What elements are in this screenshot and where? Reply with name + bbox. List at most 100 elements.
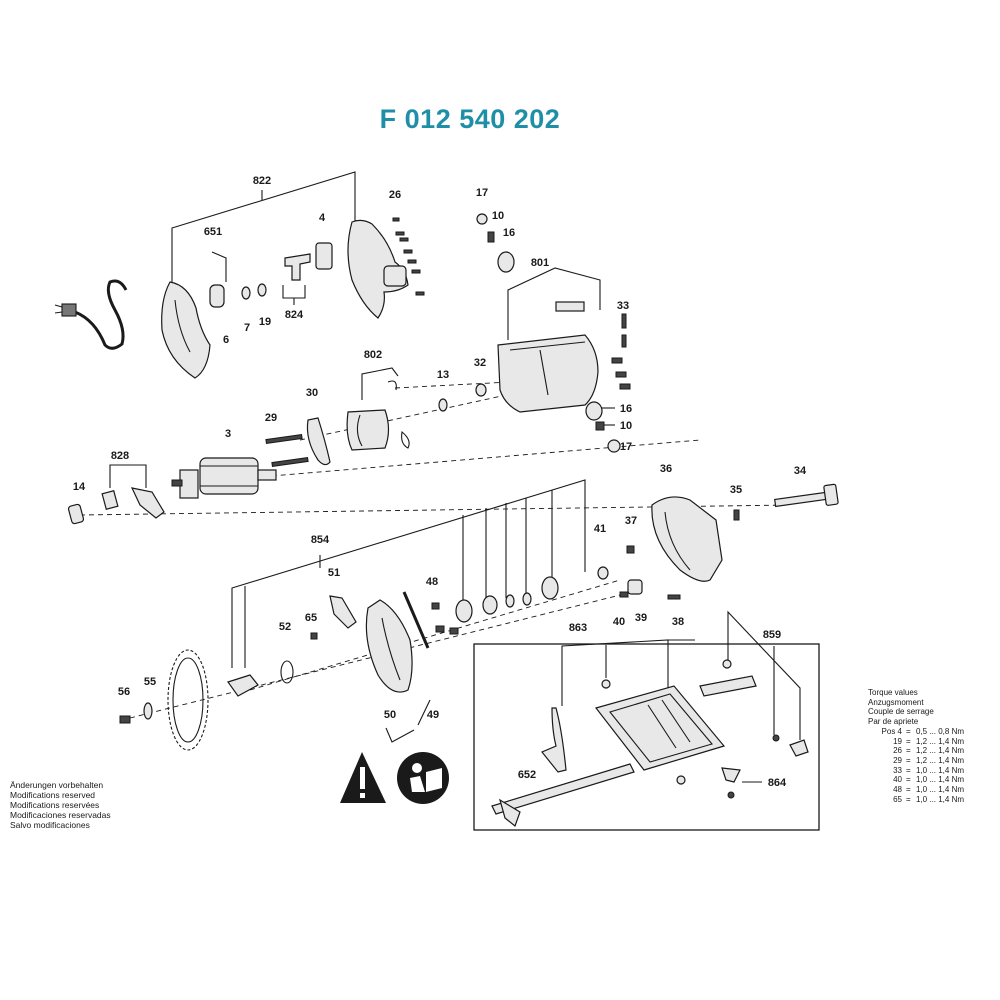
part-label: 10 bbox=[492, 210, 504, 222]
part-label: 65 bbox=[305, 612, 317, 624]
torque-pos: 65 bbox=[893, 794, 902, 804]
torque-value: 1,2 ... 1,4 Nm bbox=[916, 746, 965, 756]
brush-spring bbox=[101, 489, 119, 511]
torque-pos: 19 bbox=[893, 736, 902, 746]
torque-pos: 33 bbox=[893, 765, 902, 775]
torque-pos: 29 bbox=[893, 755, 902, 765]
torque-row: 48=1,0 ... 1,4 Nm bbox=[868, 785, 996, 795]
torque-row: 29=1,2 ... 1,4 Nm bbox=[868, 756, 996, 766]
hex-key bbox=[211, 251, 227, 282]
part-label: 26 bbox=[389, 189, 401, 201]
part-label: 14 bbox=[73, 481, 86, 493]
part-label: 824 bbox=[285, 309, 304, 321]
bolt bbox=[774, 483, 839, 508]
part-label: 36 bbox=[660, 463, 672, 475]
torque-value: 1,0 ... 1,4 Nm bbox=[916, 785, 965, 795]
knob-part bbox=[721, 767, 741, 783]
part-label: 29 bbox=[265, 412, 277, 424]
torque-table: Torque values Anzugsmoment Couple de ser… bbox=[868, 688, 996, 804]
part-label: 48 bbox=[426, 576, 438, 588]
power-cord bbox=[54, 279, 128, 350]
screws-33 bbox=[611, 313, 631, 390]
torque-pos: 40 bbox=[893, 775, 902, 785]
screws-29 bbox=[265, 433, 309, 468]
part-label: 651 bbox=[204, 226, 222, 238]
torque-row: 33=1,0 ... 1,4 Nm bbox=[868, 766, 996, 776]
part-label: 34 bbox=[794, 465, 807, 477]
torque-value: 1,2 ... 1,4 Nm bbox=[916, 755, 965, 765]
torque-row: 26=1,2 ... 1,4 Nm bbox=[868, 746, 996, 756]
part-label: 52 bbox=[279, 621, 291, 633]
part-label: 41 bbox=[594, 523, 606, 535]
torque-row: 65=1,0 ... 1,4 Nm bbox=[868, 795, 996, 805]
guide-bar bbox=[541, 707, 567, 773]
torque-pos: 48 bbox=[893, 785, 902, 795]
torque-header: Torque values bbox=[868, 688, 918, 697]
bearings bbox=[435, 576, 559, 635]
switch-part bbox=[315, 242, 333, 270]
flange bbox=[227, 674, 259, 697]
part-label: 35 bbox=[730, 484, 742, 496]
part-label: 828 bbox=[111, 450, 129, 462]
part-label: 37 bbox=[625, 515, 637, 527]
parallel-guide bbox=[491, 763, 635, 827]
part-label: 32 bbox=[474, 357, 486, 369]
part-label: 56 bbox=[118, 686, 130, 698]
lock-button bbox=[284, 253, 311, 281]
part-label: 854 bbox=[311, 534, 330, 546]
torque-value: 1,0 ... 1,4 Nm bbox=[916, 765, 965, 775]
part-label: 17 bbox=[620, 441, 632, 453]
part-label: 16 bbox=[503, 227, 515, 239]
saw-blade bbox=[167, 649, 209, 751]
part-label: 801 bbox=[531, 257, 549, 269]
part-label: 10 bbox=[620, 420, 632, 432]
torque-row: 19=1,2 ... 1,4 Nm bbox=[868, 737, 996, 747]
part-label: 50 bbox=[384, 709, 396, 721]
part-label: 33 bbox=[617, 300, 629, 312]
part-label: 55 bbox=[144, 676, 156, 688]
part-label: 49 bbox=[427, 709, 439, 721]
part-label: 4 bbox=[319, 212, 326, 224]
base-plate bbox=[594, 685, 726, 771]
cap-part bbox=[67, 503, 85, 525]
stator bbox=[346, 380, 410, 451]
part-label: 652 bbox=[518, 769, 536, 781]
read-manual-icon bbox=[397, 752, 449, 804]
torque-row: Pos 4=0,5 ... 0,8 Nm bbox=[868, 727, 996, 737]
part-label: 7 bbox=[244, 322, 250, 334]
base-plate-group-box bbox=[473, 643, 820, 831]
warning-triangle-icon bbox=[340, 752, 386, 803]
part-label: 822 bbox=[253, 175, 271, 187]
part-label: 864 bbox=[768, 777, 787, 789]
torque-value: 1,0 ... 1,4 Nm bbox=[916, 794, 965, 804]
part-label: 30 bbox=[306, 387, 318, 399]
note-line: Änderungen vorbehalten bbox=[10, 780, 104, 790]
trigger-part bbox=[209, 284, 225, 308]
torque-header: Anzugsmoment bbox=[868, 697, 924, 707]
torque-value: 1,0 ... 1,4 Nm bbox=[916, 775, 965, 785]
torque-row: 40=1,0 ... 1,4 Nm bbox=[868, 775, 996, 785]
armature bbox=[171, 457, 277, 499]
handle-right-half bbox=[347, 219, 409, 319]
part-label: 863 bbox=[569, 622, 587, 634]
part-label: 6 bbox=[223, 334, 229, 346]
lever-part bbox=[329, 595, 357, 629]
motor-housing bbox=[497, 301, 599, 413]
wrench bbox=[385, 727, 415, 743]
depth-bracket bbox=[699, 675, 757, 697]
handle-left-half bbox=[161, 281, 211, 379]
part-label: 17 bbox=[476, 187, 488, 199]
part-label: 3 bbox=[225, 428, 231, 440]
torque-header: Par de apriete bbox=[868, 717, 919, 727]
gear-housing bbox=[365, 599, 413, 693]
part-label: 38 bbox=[672, 616, 684, 628]
note-line: Modificaciones reservadas bbox=[10, 810, 111, 820]
torque-pos: 26 bbox=[893, 746, 902, 756]
part-label: 19 bbox=[259, 316, 271, 328]
leader-lines bbox=[109, 171, 801, 783]
part-label: 16 bbox=[620, 403, 632, 415]
note-line: Modifications reservées bbox=[10, 800, 100, 810]
note-line: Salvo modificaciones bbox=[10, 820, 90, 830]
part-label: 51 bbox=[328, 567, 340, 579]
